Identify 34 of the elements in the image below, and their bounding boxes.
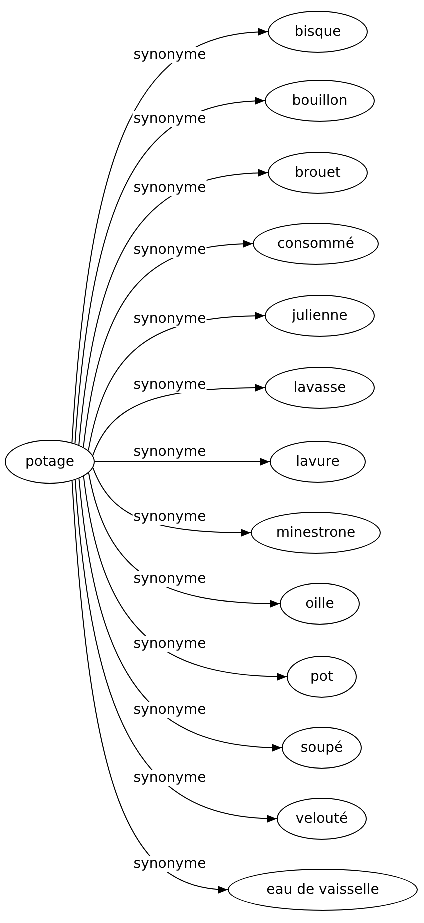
ellipse-node bbox=[5, 440, 95, 484]
arrow bbox=[78, 478, 282, 752]
edge-label: synonyme bbox=[132, 180, 208, 196]
arrow bbox=[74, 480, 278, 822]
node-label: bisque bbox=[294, 24, 342, 40]
arrow bbox=[92, 384, 266, 456]
node-label: lavasse bbox=[294, 380, 346, 396]
edge-label: synonyme bbox=[132, 570, 208, 587]
node-label: brouet bbox=[295, 165, 341, 181]
edge-label: synonyme bbox=[132, 110, 208, 127]
node-label: lavure bbox=[296, 454, 340, 470]
arrow bbox=[78, 170, 268, 446]
node-label: julienne bbox=[292, 308, 348, 324]
arrow bbox=[72, 480, 228, 894]
node-label: minestrone bbox=[276, 525, 356, 541]
arrow bbox=[83, 476, 288, 681]
edge-label: synonyme bbox=[132, 770, 208, 786]
edge-label: synonyme bbox=[132, 702, 208, 718]
edge-label: synonyme bbox=[132, 47, 208, 64]
node-label: eau de vaisselle bbox=[266, 882, 380, 898]
node-label: pot bbox=[310, 669, 334, 685]
arrow bbox=[83, 240, 254, 448]
arrow bbox=[72, 28, 268, 444]
node-label: velouté bbox=[296, 811, 348, 827]
arrow bbox=[88, 472, 280, 608]
node-label: bouillon bbox=[292, 93, 348, 109]
arrow bbox=[74, 98, 266, 444]
edge-label: synonyme bbox=[132, 856, 208, 872]
node-label: oille bbox=[306, 596, 334, 612]
node-label: potage bbox=[25, 454, 75, 470]
arrow bbox=[94, 458, 270, 466]
node-label: consommé bbox=[278, 236, 354, 252]
edge-label: synonyme bbox=[132, 636, 208, 652]
node-label: soupé bbox=[300, 740, 344, 756]
